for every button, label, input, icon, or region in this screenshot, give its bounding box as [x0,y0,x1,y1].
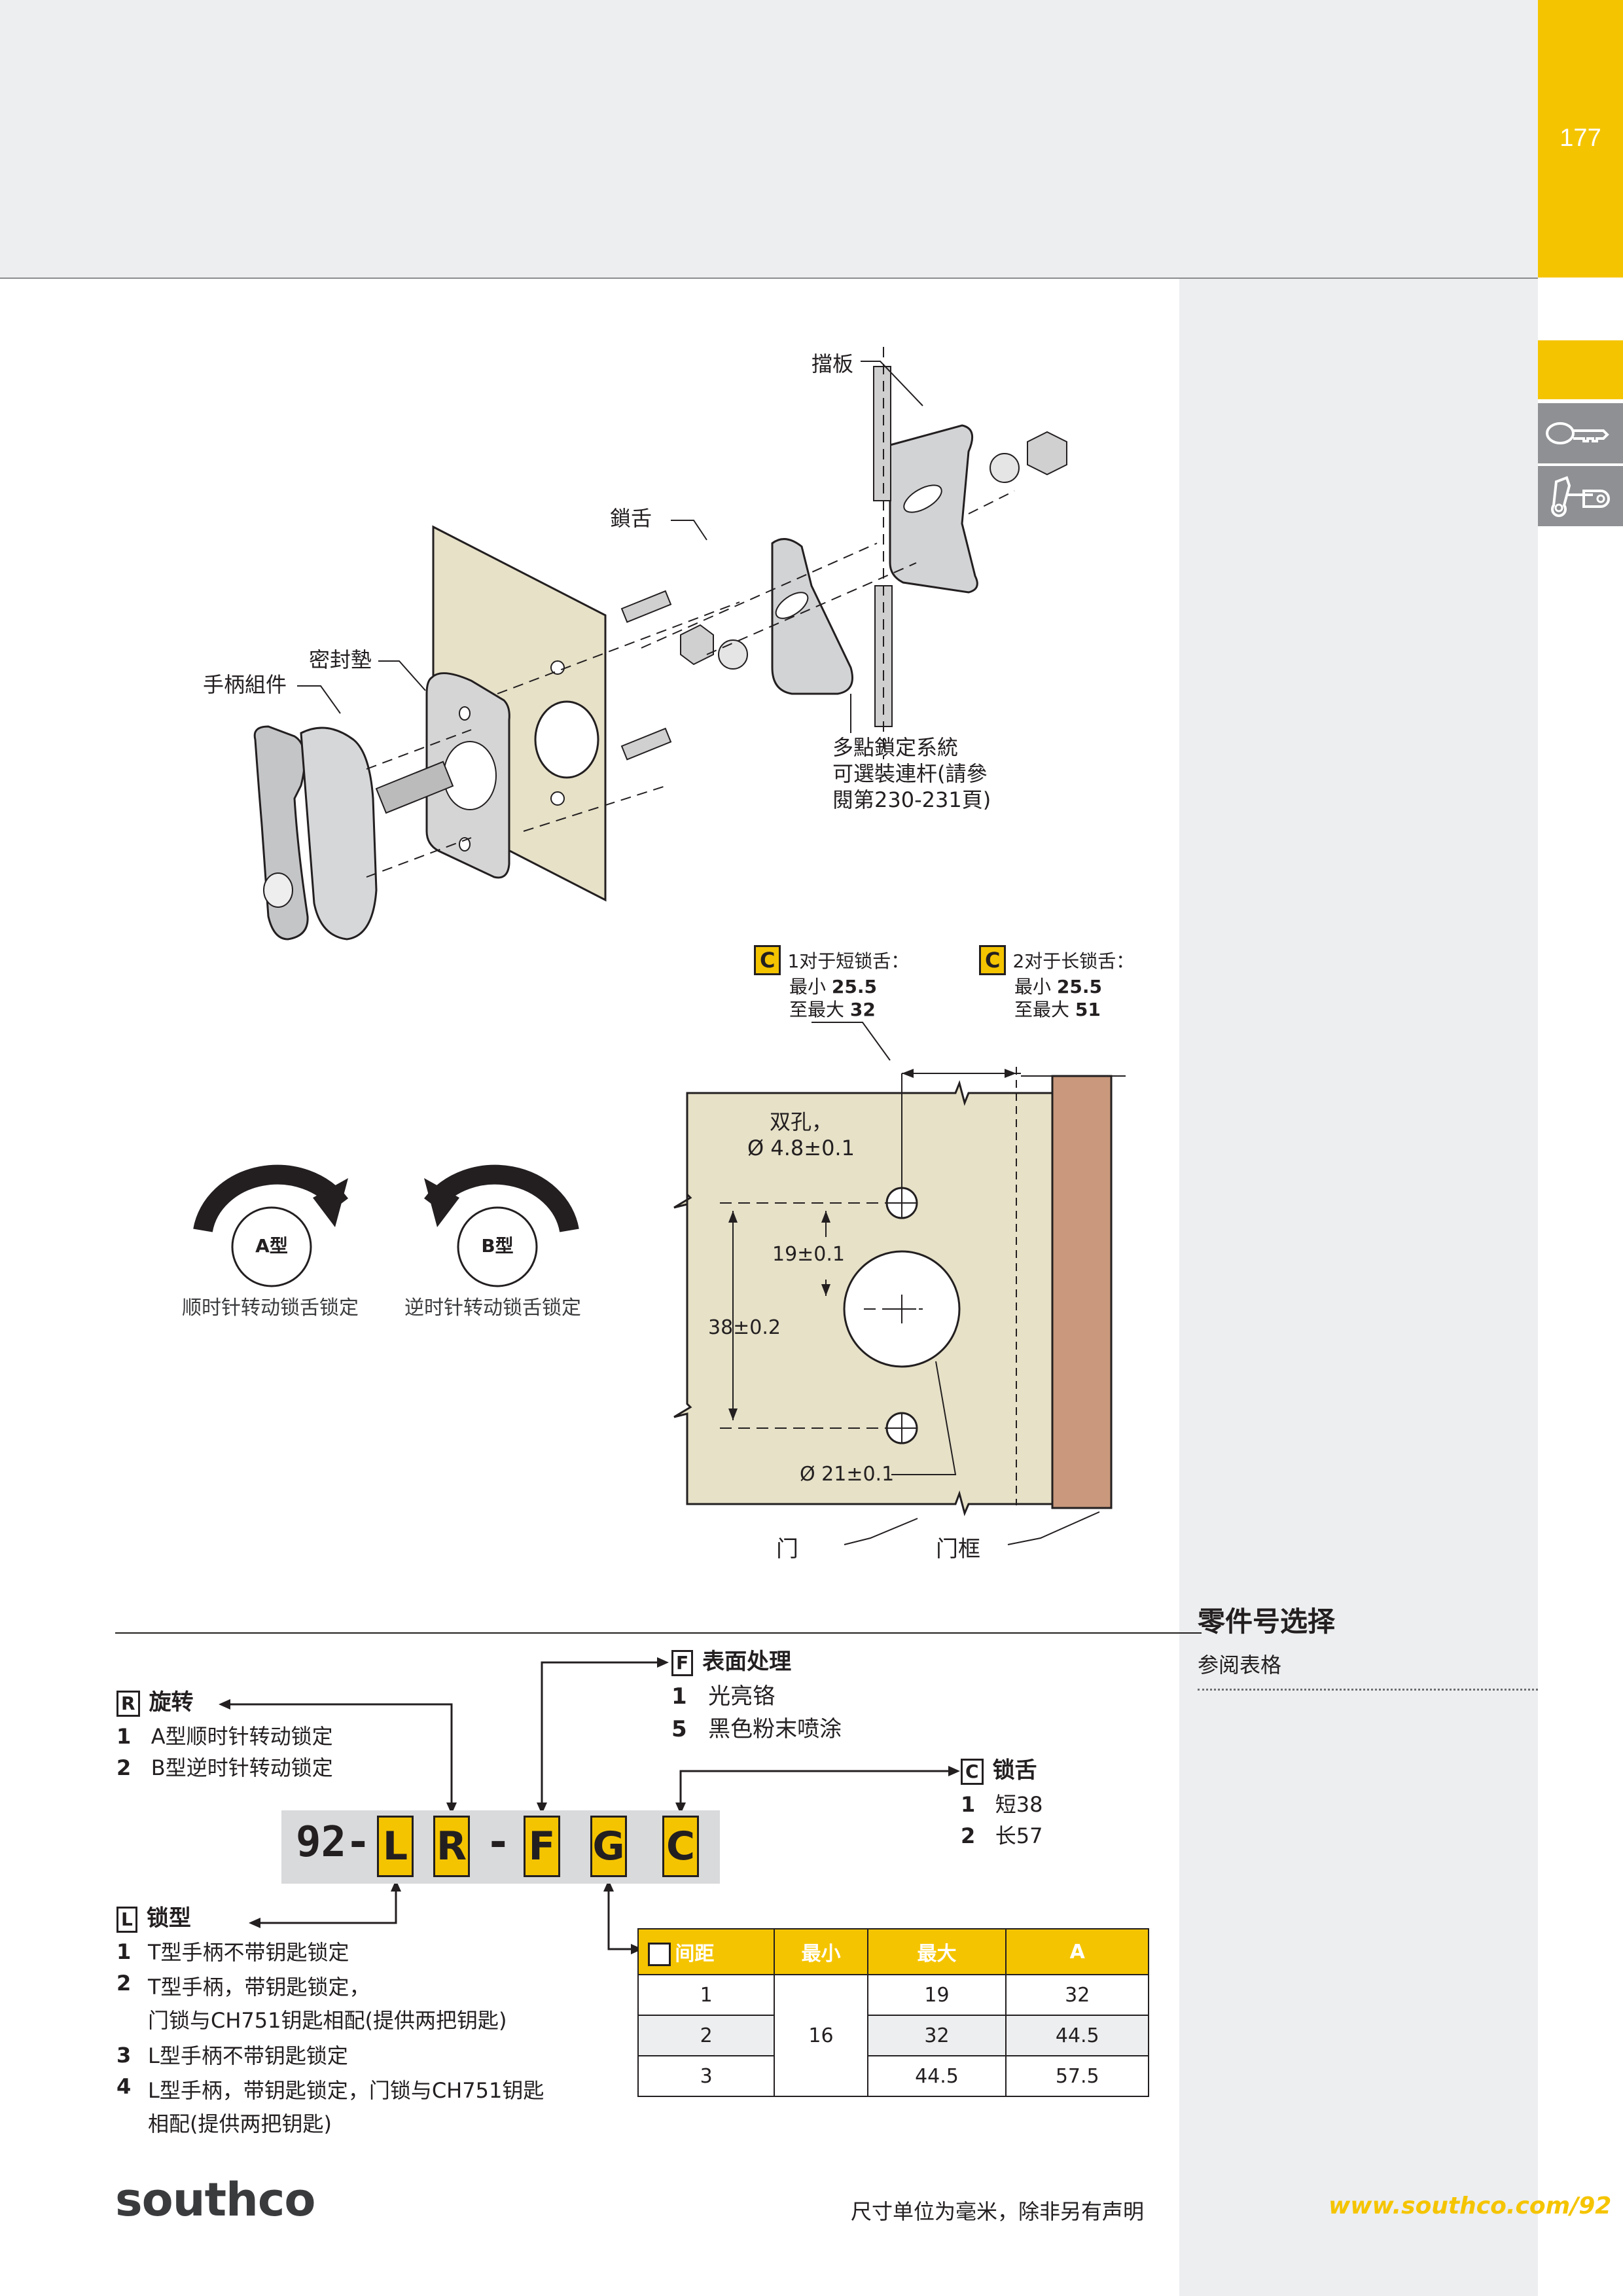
label-gasket: 密封墊 [309,647,372,672]
type-a-label: A型 [255,1235,288,1257]
page-number: 177 [1560,124,1601,152]
rotation-option-2: B型逆时针转动锁定 [151,1755,333,1780]
lock-option-2: T型手柄，带钥匙锁定， 门锁与CH751钥匙相配(提供两把钥匙) [148,1974,507,2033]
cam-option-2: 长57 [995,1823,1043,1848]
side-tab-active[interactable] [1538,340,1623,399]
side-tab-keys[interactable] [1538,403,1623,463]
code-slot-f: F [524,1816,560,1877]
section-divider [115,1632,1202,1634]
type-b-label: B型 [481,1235,514,1257]
side-panel [1179,279,1538,2296]
table-row: 2 32 44.5 [637,2015,1149,2056]
door-frame [1051,1075,1113,1509]
part-code-bar [281,1810,720,1884]
label-handle-assembly: 手柄組件 [203,672,287,697]
t-handle-icon [1551,476,1610,517]
cam-option-1: 短38 [995,1791,1043,1817]
grip-header-min: 最小 [774,1928,868,1975]
code-slot-c: C [662,1816,699,1877]
dotted-rule [1198,1689,1538,1691]
code-dash-1: - [346,1818,371,1867]
finish-option-1: 光亮铬 [708,1683,776,1710]
code-slot-g: G [590,1816,627,1877]
footer-url[interactable]: www.southco.com/92 [1329,2193,1612,2219]
lock-option-1: T型手柄不带钥匙锁定 [148,1939,349,1965]
badge-f: F [671,1649,694,1676]
key-icon [1546,422,1609,444]
label-baffle: 擋板 [812,351,854,376]
code-prefix: 92 [296,1818,347,1867]
cam-title: 锁舌 [992,1757,1037,1784]
grip-header-max: 最大 [866,1928,1007,1975]
finish-title: 表面处理 [702,1649,792,1675]
rotation-title: 旋转 [149,1689,194,1715]
twin-holes-label: 双孔， Ø 4.8±0.1 [747,1109,855,1160]
badge-c-long: C [979,945,1007,975]
label-multipoint: 多點鎖定系統 可選裝連杆(請參 閱第230-231頁) [832,735,991,812]
dim-21: Ø 21±0.1 [800,1463,895,1486]
code-dash-2: - [486,1818,511,1867]
grip-header-a: A [1005,1928,1149,1975]
grip-min-merged: 16 [774,1974,868,2097]
footer-units-note: 尺寸单位为毫米，除非另有声明 [851,2199,1145,2224]
label-door: 门 [776,1536,798,1562]
type-b-circle [457,1206,538,1287]
rotation-option-1: A型顺时针转动锁定 [151,1723,333,1749]
lock-type-title: 锁型 [146,1905,191,1931]
badge-r: R [116,1690,140,1717]
baffle [889,424,978,594]
dim-38: 38±0.2 [708,1316,781,1339]
side-tab-handles[interactable] [1538,466,1623,526]
type-a-circle [231,1206,312,1287]
badge-c: C [961,1758,984,1785]
page-number-strip [1538,0,1623,278]
table-row: 3 44.5 57.5 [637,2055,1149,2097]
lock-option-4: L型手柄，带钥匙锁定，门锁与CH751钥匙 相配(提供两把钥匙) [148,2077,544,2137]
finish-option-2: 黑色粉末喷涂 [708,1716,842,1742]
table-row: 1 16 19 32 [637,1974,1149,2097]
lock-option-3: L型手柄不带钥匙锁定 [148,2043,348,2068]
code-slot-r: R [433,1816,470,1877]
rotation-diagrams [193,1164,579,1287]
badge-l: L [116,1906,137,1933]
label-door-frame: 门框 [936,1536,980,1562]
southco-logo: southco [115,2173,315,2227]
badge-c-short: C [754,945,781,975]
header-band [0,0,1538,279]
label-cam: 鎖舌 [610,506,652,531]
cutout-drawing [673,1022,1126,1545]
cam [771,538,853,695]
code-slot-l: L [377,1816,414,1877]
key-cylinder [263,872,293,908]
dim-19: 19±0.1 [772,1243,846,1266]
type-b-caption: 逆时针转动锁舌锁定 [404,1297,581,1319]
part-selection-subtitle: 参阅表格 [1198,1653,1282,1677]
exploded-view-illustration [253,347,1067,941]
part-selection-title: 零件号选择 [1198,1605,1336,1638]
type-a-caption: 顺时针转动锁舌锁定 [182,1297,359,1319]
